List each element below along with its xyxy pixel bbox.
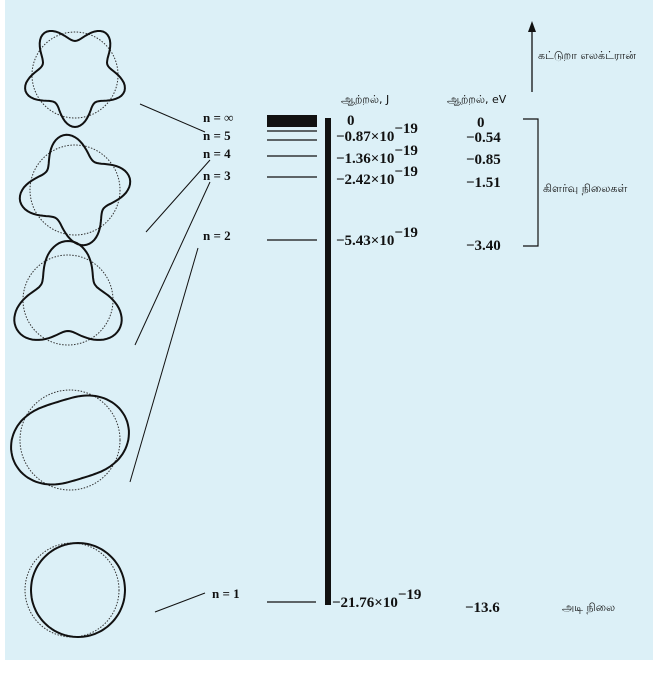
ground-state-label: அடி நிலை — [562, 601, 615, 614]
energy-ev-inf: 0 — [477, 115, 485, 131]
energy-j-5: −0.87×10−19 — [336, 121, 418, 145]
continuum-block — [267, 115, 317, 127]
connector-n5 — [139, 103, 206, 133]
energy-axis-bar — [325, 118, 331, 605]
standing-wave-n3 — [13, 239, 123, 341]
connector-n1 — [154, 592, 206, 613]
energy-j-4: −1.36×10−19 — [336, 143, 418, 167]
header-energy-ev: ஆற்றல், eV — [447, 93, 507, 106]
level-label-5: n = 5 — [203, 128, 231, 143]
connector-n3 — [134, 181, 211, 346]
energy-ev-2: −3.40 — [466, 238, 501, 254]
energy-j-inf: 0 — [347, 113, 355, 129]
level-label-2: n = 2 — [203, 228, 231, 243]
arrow-head-icon — [528, 21, 536, 32]
energy-ev-5: −0.54 — [466, 130, 501, 146]
standing-wave-n4 — [18, 133, 132, 247]
level-lines — [267, 130, 317, 603]
standing-wave-n1 — [29, 541, 127, 639]
standing-wave-n2 — [10, 394, 130, 486]
connector-n4 — [145, 159, 211, 233]
energy-ev-4: −0.85 — [466, 152, 501, 168]
orbit-circle — [29, 144, 121, 236]
energy-ev-1: −13.6 — [465, 600, 500, 616]
standing-wave-n5 — [24, 30, 126, 129]
connector-n2 — [129, 247, 199, 483]
orbit-waves — [10, 30, 132, 639]
orbit-circle — [19, 389, 121, 491]
orbit-circle — [24, 542, 120, 638]
excited-states-bracket — [523, 118, 539, 247]
energy-j-1: −21.76×10−19 — [332, 587, 421, 611]
header-energy-j: ஆற்றல், J — [341, 93, 389, 106]
level-label-1: n = 1 — [212, 586, 240, 601]
excited-states-label: கிளர்வு நிலைகள் — [543, 182, 627, 195]
energy-ev-3: −1.51 — [466, 175, 501, 191]
energy-j-3: −2.42×10−19 — [336, 164, 418, 188]
energy-j-2: −5.43×10−19 — [336, 225, 418, 249]
free-electron-label: கட்டுறா எலக்ட்ரான் — [538, 49, 636, 62]
level-label-3: n = 3 — [203, 168, 231, 183]
connector-lines — [129, 103, 211, 613]
level-label-4: n = 4 — [203, 146, 231, 161]
level-label-inf: n = ∞ — [203, 110, 233, 125]
